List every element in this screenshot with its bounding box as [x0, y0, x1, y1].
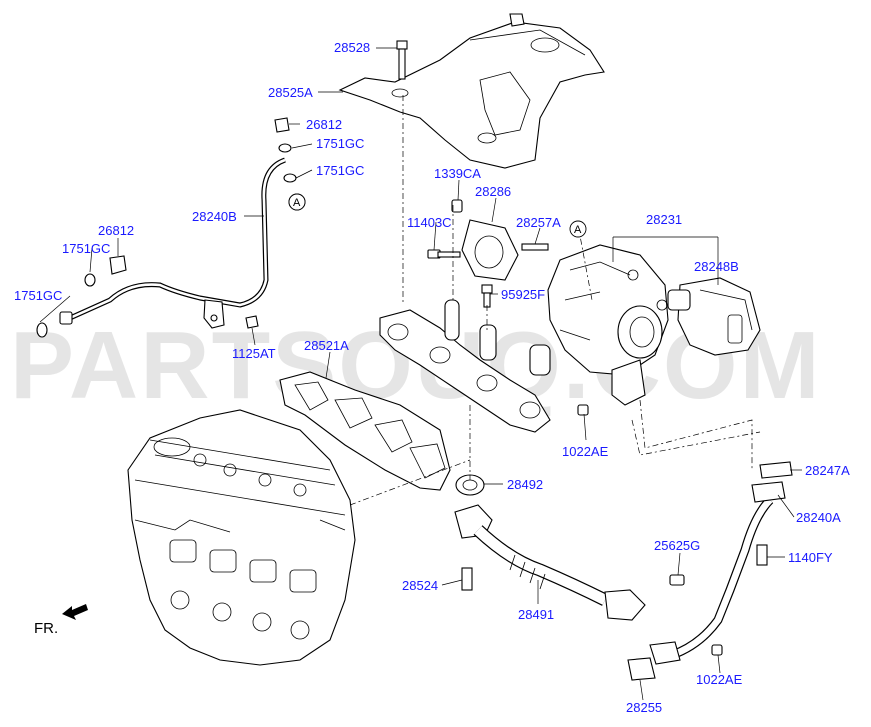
leader-lines — [39, 47, 802, 701]
front-direction-indicator: FR. — [34, 604, 88, 637]
alignment-lines — [349, 95, 761, 506]
label-1751gc-top: 1751GC — [316, 136, 364, 151]
gasket-28286 — [427, 199, 589, 416]
label-1751gc-left: 1751GC — [62, 241, 110, 256]
part-labels: 28528 28525A 26812 1751GC 1751GC 28240B … — [14, 40, 850, 715]
label-25625g: 25625G — [654, 538, 700, 553]
callout-a-2: A — [569, 220, 587, 238]
pipe-28491 — [454, 504, 685, 621]
label-28286: 28286 — [475, 184, 511, 199]
front-label: FR. — [34, 620, 58, 637]
label-28240a: 28240A — [796, 510, 841, 525]
label-28528: 28528 — [334, 40, 370, 55]
label-28257a: 28257A — [516, 215, 561, 230]
exhaust-manifold — [379, 299, 551, 433]
label-1751gc-far: 1751GC — [14, 288, 62, 303]
label-28231: 28231 — [646, 212, 682, 227]
label-28524: 28524 — [402, 578, 438, 593]
label-1339ca: 1339CA — [434, 166, 481, 181]
label-1022ae-mid: 1022AE — [562, 444, 609, 459]
label-1751gc-mid: 1751GC — [316, 163, 364, 178]
manifold-gasket — [279, 371, 451, 491]
label-28240b: 28240B — [192, 209, 237, 224]
svg-text:A: A — [293, 197, 301, 209]
label-28255: 28255 — [626, 700, 662, 715]
label-28492: 28492 — [507, 477, 543, 492]
engine-block — [127, 409, 356, 666]
bolt-28528 — [396, 40, 408, 80]
oil-feed-pipe — [59, 157, 286, 329]
label-95925f: 95925F — [501, 287, 545, 302]
label-28248b: 28248B — [694, 259, 739, 274]
label-26812-top: 26812 — [306, 117, 342, 132]
turbocharger — [547, 244, 669, 406]
actuator — [667, 277, 761, 356]
callout-a-1: A — [288, 193, 306, 211]
front-arrow-icon — [62, 604, 88, 620]
label-28525a: 28525A — [268, 85, 313, 100]
label-28521a: 28521A — [304, 338, 349, 353]
pipe-28240A — [627, 461, 793, 681]
label-28491: 28491 — [518, 607, 554, 622]
svg-text:A: A — [574, 224, 582, 236]
label-11403c: 11403C — [407, 215, 452, 230]
label-1125at: 1125AT — [232, 346, 276, 361]
label-26812-left: 26812 — [98, 223, 134, 238]
label-1140fy: 1140FY — [788, 550, 833, 565]
heat-shield — [338, 13, 605, 169]
label-28247a: 28247A — [805, 463, 850, 478]
label-1022ae-bottom: 1022AE — [696, 672, 743, 687]
